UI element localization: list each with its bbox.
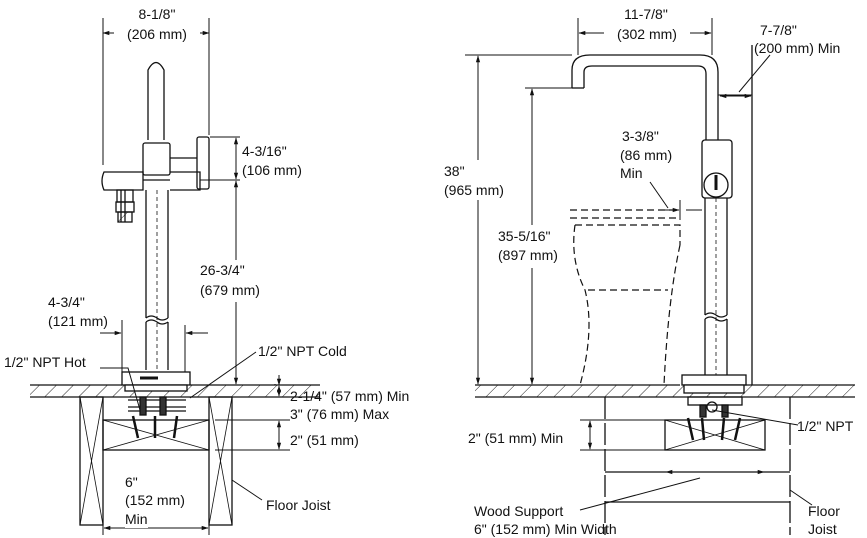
right-handle-knob (703, 172, 729, 198)
left-height-inches: 26-3/4" (200, 262, 245, 278)
right-spout-height-inches: 35-5/16" (498, 228, 551, 245)
left-offset-inches: 4-3/4" (48, 294, 85, 310)
right-spout (571, 54, 719, 140)
left-height-mm: (679 mm) (200, 282, 260, 298)
right-gap-inches: 3-3/8" (622, 128, 659, 144)
right-wood-support (664, 419, 766, 451)
right-floor-joist (604, 397, 791, 535)
left-deck-max: 3" (76 mm) Max (290, 406, 390, 422)
right-spout-height-mm: (897 mm) (498, 247, 558, 264)
toilet-outline (570, 209, 681, 386)
left-deck-min: 2-1/4" (57 mm) Min (290, 388, 410, 404)
right-joist-label: Joist (808, 521, 837, 537)
left-handle-inches: 4-3/16" (242, 143, 287, 159)
right-handle-body (701, 139, 733, 199)
left-dimension-lines (100, 18, 290, 535)
right-total-height-inches: 38" (444, 163, 465, 179)
right-width-inches: 11-7/8" (624, 6, 668, 22)
right-wood-support-label: Wood Support (474, 503, 564, 519)
right-width-mm: (302 mm) (604, 26, 690, 43)
left-floor-joist-label: Floor Joist (266, 497, 331, 513)
left-npt-cold-label: 1/2" NPT Cold (258, 343, 347, 359)
right-gap-min: Min (620, 165, 643, 181)
left-width-mm: (206 mm) (114, 26, 200, 43)
right-faucet-side-view (475, 45, 855, 535)
right-npt-label: 1/2" NPT (797, 418, 854, 434)
left-handle (196, 136, 210, 190)
left-column (145, 190, 169, 318)
left-handle-mm: (106 mm) (242, 162, 302, 178)
left-npt-hot-label: 1/2" NPT Hot (4, 354, 86, 370)
right-base-plate (681, 374, 747, 386)
left-span-mm: (152 mm) (125, 492, 185, 508)
left-faucet-body (142, 142, 171, 176)
right-clearance-mm: (200 mm) Min (754, 40, 841, 56)
right-screws (686, 417, 742, 441)
left-faucet-front-view (30, 61, 320, 526)
right-clearance-inches: 7-7/8" (760, 22, 797, 38)
right-floor-section (475, 385, 855, 397)
left-span-min: Min (125, 511, 148, 528)
left-span-inches: 6" (125, 474, 138, 490)
right-wood-support-width: 6" (152 mm) Min Width (474, 521, 617, 537)
right-column (704, 198, 728, 315)
right-total-height-mm: (965 mm) (444, 182, 504, 199)
left-width-inches: 8-1/8" (138, 6, 176, 22)
right-gap-mm: (86 mm) (620, 147, 673, 163)
left-support-height: 2" (51 mm) (290, 432, 359, 448)
left-offset-mm: (121 mm) (48, 313, 108, 329)
right-support-height: 2" (51 mm) Min (468, 430, 564, 446)
right-dimension-lines (465, 18, 813, 511)
right-floor-label: Floor (808, 503, 840, 519)
left-spout (147, 61, 165, 140)
